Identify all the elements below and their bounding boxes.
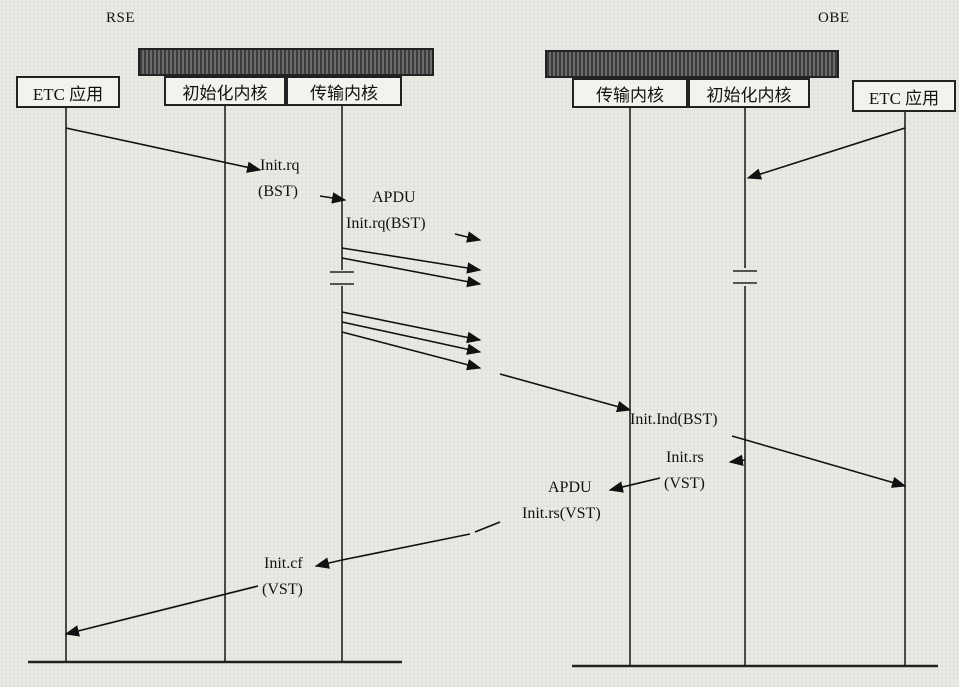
arrow-init-rs-transmit-b xyxy=(341,533,471,561)
arrow-init-rs-transmit-a xyxy=(474,521,501,533)
label-apdu-2: APDU xyxy=(548,479,592,496)
label-init-ind: Init.Ind(BST) xyxy=(630,411,718,428)
label-apdu-1: APDU xyxy=(372,189,416,206)
obe-transport-kernel-box: 传输内核 xyxy=(572,78,688,108)
arrow-transmit-6 xyxy=(341,331,482,371)
obe-title: OBE xyxy=(818,10,850,26)
label-init-rs-line2: (VST) xyxy=(664,475,705,492)
arrow-obe-app-to-init xyxy=(746,127,906,180)
arrow-init-rs-short xyxy=(728,454,746,466)
label-init-rs-line1: Init.rs xyxy=(666,449,704,466)
arrow-received xyxy=(499,373,632,413)
label-init-rq-line1: Init.rq xyxy=(260,157,300,174)
rse-header-bar xyxy=(138,48,434,76)
arrow-init-cf xyxy=(64,585,259,637)
rse-etc-app-box: ETC 应用 xyxy=(16,76,120,108)
arrow-init-rq-to-transport xyxy=(319,192,347,204)
label-init-cf-line1: Init.cf xyxy=(264,555,303,572)
rse-init-kernel-box: 初始化内核 xyxy=(164,76,286,106)
arrow-transmit-5 xyxy=(341,321,482,355)
arrow-transmit-3 xyxy=(341,257,482,288)
arrow-transmit-1 xyxy=(454,231,482,243)
arrow-init-ind xyxy=(731,435,907,488)
arrow-transmit-2 xyxy=(341,247,482,274)
label-init-rq-line2: (BST) xyxy=(258,183,298,200)
arrow-init-rs-to-apdu xyxy=(608,477,661,493)
rse-title: RSE xyxy=(106,10,136,26)
arrow-transmit-4 xyxy=(341,311,482,344)
obe-etc-app-box: ETC 应用 xyxy=(852,80,956,112)
obe-header-bar xyxy=(545,50,839,78)
label-apdu-init-rq: Init.rq(BST) xyxy=(346,215,426,232)
rse-transport-kernel-box: 传输内核 xyxy=(286,76,402,106)
arrow-init-rq xyxy=(65,127,262,173)
arrow-init-rs-into-transport xyxy=(314,557,343,569)
label-init-cf-line2: (VST) xyxy=(262,581,303,598)
label-apdu-init-rs: Init.rs(VST) xyxy=(522,505,601,522)
obe-init-kernel-box: 初始化内核 xyxy=(688,78,810,108)
